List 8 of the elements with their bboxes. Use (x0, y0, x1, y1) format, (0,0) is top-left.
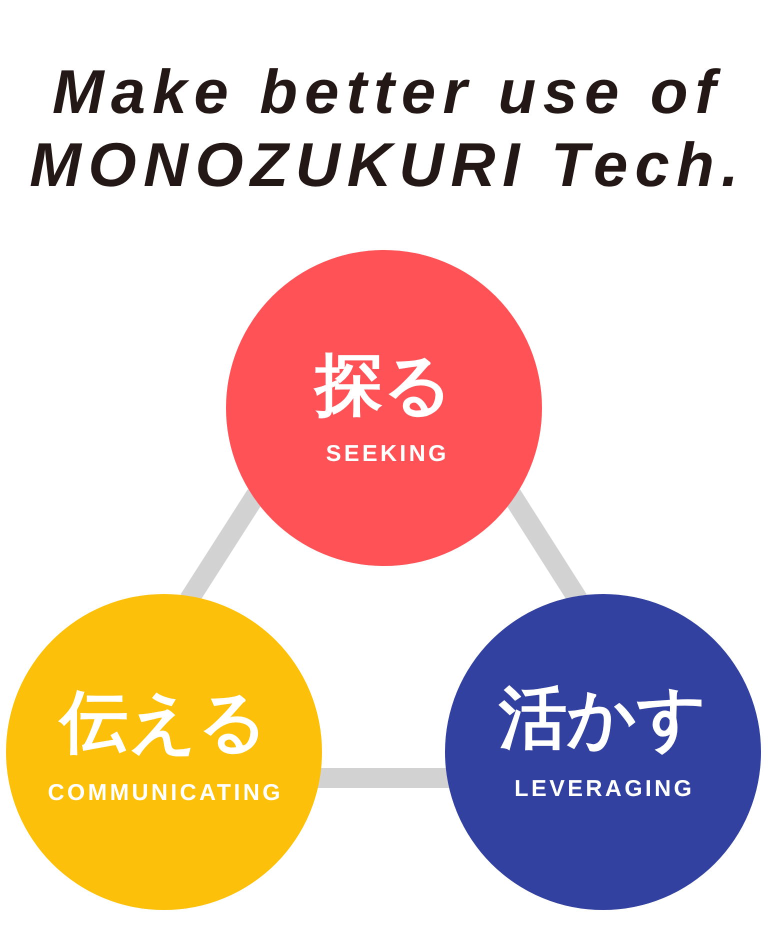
circle-subheading: LEVERAGING (513, 775, 694, 801)
circle-heading: 探る (315, 348, 453, 422)
connector-line (316, 768, 452, 788)
circle-heading: 活かす (499, 681, 707, 755)
circle-heading: 伝える (60, 685, 268, 759)
title: Make better use of MONOZUKURI Tech. (28, 57, 746, 202)
circle-subheading: COMMUNICATING (46, 779, 284, 805)
circle-subheading: SEEKING (324, 440, 449, 466)
